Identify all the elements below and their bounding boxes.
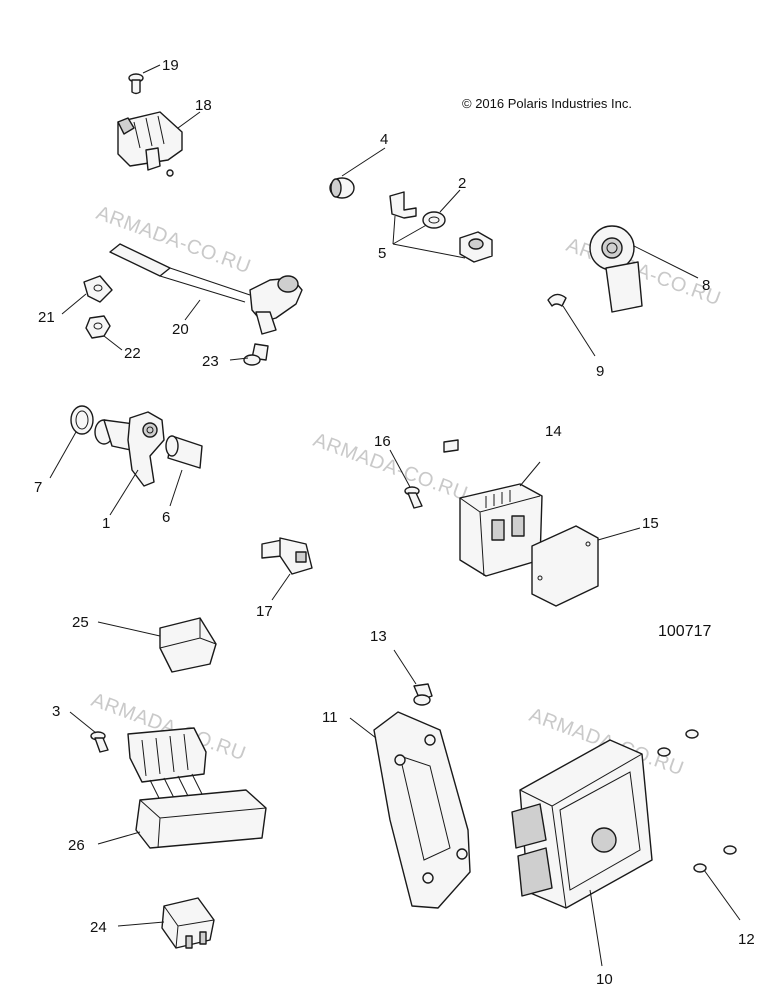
callout-13: 13 <box>370 628 387 645</box>
callout-9: 9 <box>596 363 604 380</box>
part-11-bracket <box>349 711 471 909</box>
part-24-switch <box>117 897 215 949</box>
diagram-id: 100717 <box>658 623 711 640</box>
part-16-screw <box>389 449 423 509</box>
callout-18: 18 <box>195 97 212 114</box>
part-7-o-ring <box>49 405 94 479</box>
callout-11: 11 <box>322 709 338 726</box>
callout-17: 17 <box>256 603 273 620</box>
callout-4: 4 <box>380 131 388 148</box>
callout-19: 19 <box>162 57 179 74</box>
part-20-sensor-harness <box>109 243 303 335</box>
part-12-screws <box>657 729 741 921</box>
part-23-bolt <box>229 343 269 366</box>
callout-26: 26 <box>68 837 85 854</box>
part-9-clip <box>547 293 596 357</box>
part-25-cover <box>97 617 217 673</box>
callout-labels: 19 18 4 2 5 8 9 21 20 22 23 7 1 6 16 14 … <box>34 57 755 988</box>
part-10-ecu <box>511 739 653 967</box>
callout-23: 23 <box>202 353 219 370</box>
callout-8: 8 <box>702 277 710 294</box>
callout-10: 10 <box>596 971 613 988</box>
callout-24: 24 <box>90 919 107 936</box>
copyright-text: © 2016 Polaris Industries Inc. <box>462 96 632 111</box>
callout-25: 25 <box>72 614 89 631</box>
part-1-cam-sensor <box>94 411 165 516</box>
part-17-temp-sensor <box>261 537 313 601</box>
part-6-dowel <box>165 435 203 507</box>
callout-5: 5 <box>378 245 386 262</box>
callout-14: 14 <box>545 423 562 440</box>
part-21-clip <box>61 275 113 315</box>
part-8-knock-sensor <box>589 225 699 313</box>
callout-2: 2 <box>458 175 466 192</box>
callout-6: 6 <box>162 509 170 526</box>
part-4-cap <box>329 147 386 199</box>
callout-15: 15 <box>642 515 659 532</box>
part-26-regulator <box>97 727 267 849</box>
watermark-1: ARMADA-CO.RU <box>93 202 253 278</box>
callout-12: 12 <box>738 931 755 948</box>
part-19-screw <box>128 64 161 95</box>
callout-3: 3 <box>52 703 60 720</box>
part-18-map-sensor <box>117 111 201 177</box>
part-2-grommet <box>422 189 461 229</box>
callout-21: 21 <box>38 309 55 326</box>
watermark-2: ARMADA-CO.RU <box>563 234 723 310</box>
part-13-bolt <box>393 649 433 706</box>
part-22-nut <box>85 315 123 351</box>
callout-7: 7 <box>34 479 42 496</box>
part-5-grommet-set <box>389 191 493 263</box>
callout-22: 22 <box>124 345 141 362</box>
part-3-screw <box>69 711 109 753</box>
part-14-fuse-box <box>443 439 543 577</box>
callout-20: 20 <box>172 321 189 338</box>
callout-16: 16 <box>374 433 391 450</box>
part-15-gasket <box>531 525 641 607</box>
callout-1: 1 <box>102 515 110 532</box>
